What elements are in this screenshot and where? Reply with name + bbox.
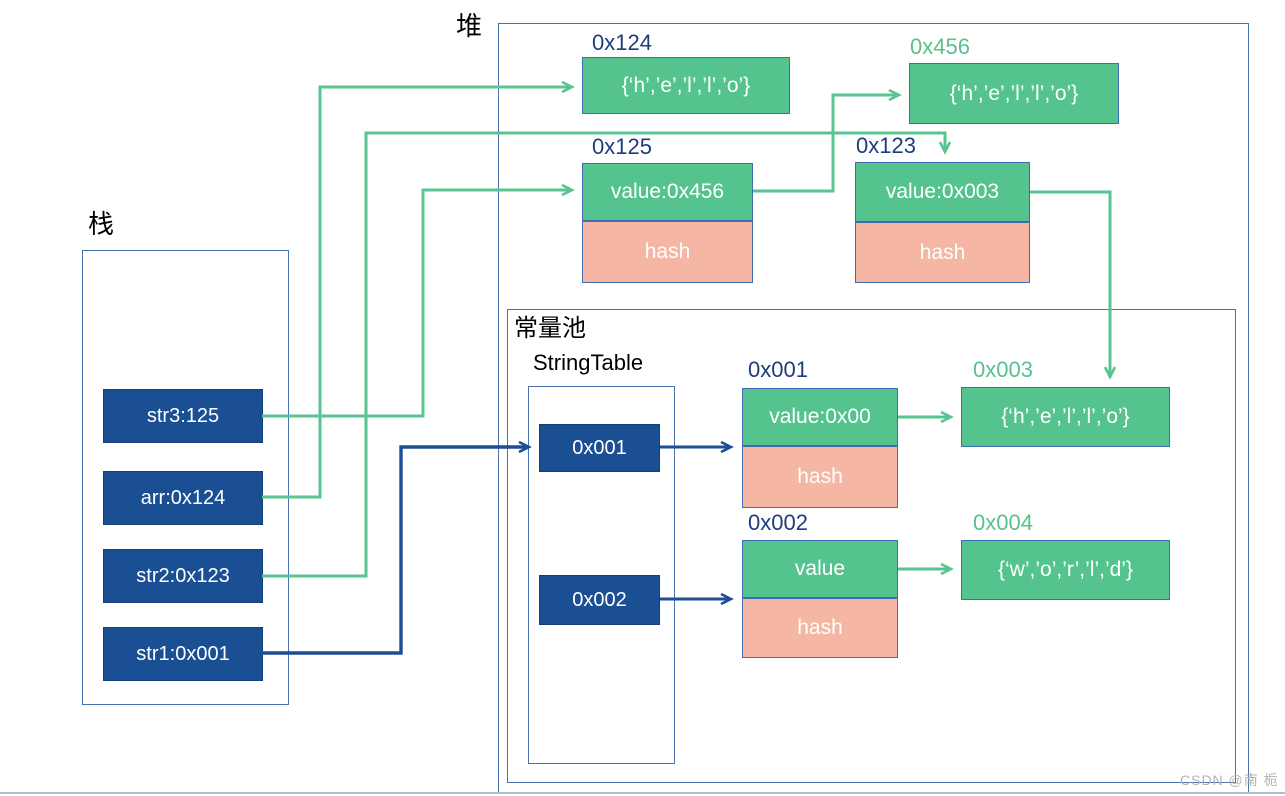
heap-0x125-hash-field: hash [582, 221, 753, 283]
heap-0x123-address: 0x123 [856, 133, 916, 158]
pool-0x004-address: 0x004 [973, 510, 1033, 535]
heap-0x125-address: 0x125 [592, 134, 652, 159]
constant-pool-title: 常量池 [514, 315, 586, 342]
stack-item-str3: str3:125 [103, 389, 263, 443]
pool-0x004-char-array: {‘w’,’o’,’r’,’l’,’d’} [961, 540, 1170, 600]
heap-0x123-hash-field: hash [855, 222, 1030, 283]
heap-0x124-char-array: {‘h’,’e’,’l’,’l’,’o’} [582, 57, 790, 114]
arrow-str1-to-stringtable-0x001 [262, 440, 532, 655]
stack-item-str2: str2:0x123 [103, 549, 263, 603]
stack-title: 栈 [88, 209, 115, 239]
pool-0x003-address: 0x003 [973, 357, 1033, 382]
string-table-entry-0x002: 0x002 [539, 575, 660, 625]
string-table-title: StringTable [533, 350, 644, 375]
stack-item-arr: arr:0x124 [103, 471, 263, 525]
stack-item-str1: str1:0x001 [103, 627, 263, 681]
heap-0x456-char-array: {‘h’,’e’,’l’,’l’,’o’} [909, 63, 1119, 124]
pool-0x002-address: 0x002 [748, 510, 808, 535]
pool-0x001-hash-field: hash [742, 446, 898, 508]
pool-0x003-char-array: {‘h’,’e’,’l’,’l’,’o’} [961, 387, 1170, 447]
heap-title: 堆 [456, 11, 483, 41]
string-table-entry-0x001: 0x001 [539, 424, 660, 472]
heap-0x125-value-field: value:0x456 [582, 163, 753, 221]
heap-0x456-address: 0x456 [910, 34, 970, 59]
pool-0x002-value-field: value [742, 540, 898, 598]
pool-0x002-hash-field: hash [742, 598, 898, 658]
pool-0x001-value-field: value:0x00 [742, 388, 898, 446]
pool-0x001-address: 0x001 [748, 357, 808, 382]
heap-0x124-address: 0x124 [592, 30, 652, 55]
watermark: CSDN @南 栀 [1180, 772, 1279, 788]
slide-bottom-edge [0, 792, 1285, 794]
heap-0x123-value-field: value:0x003 [855, 162, 1030, 222]
